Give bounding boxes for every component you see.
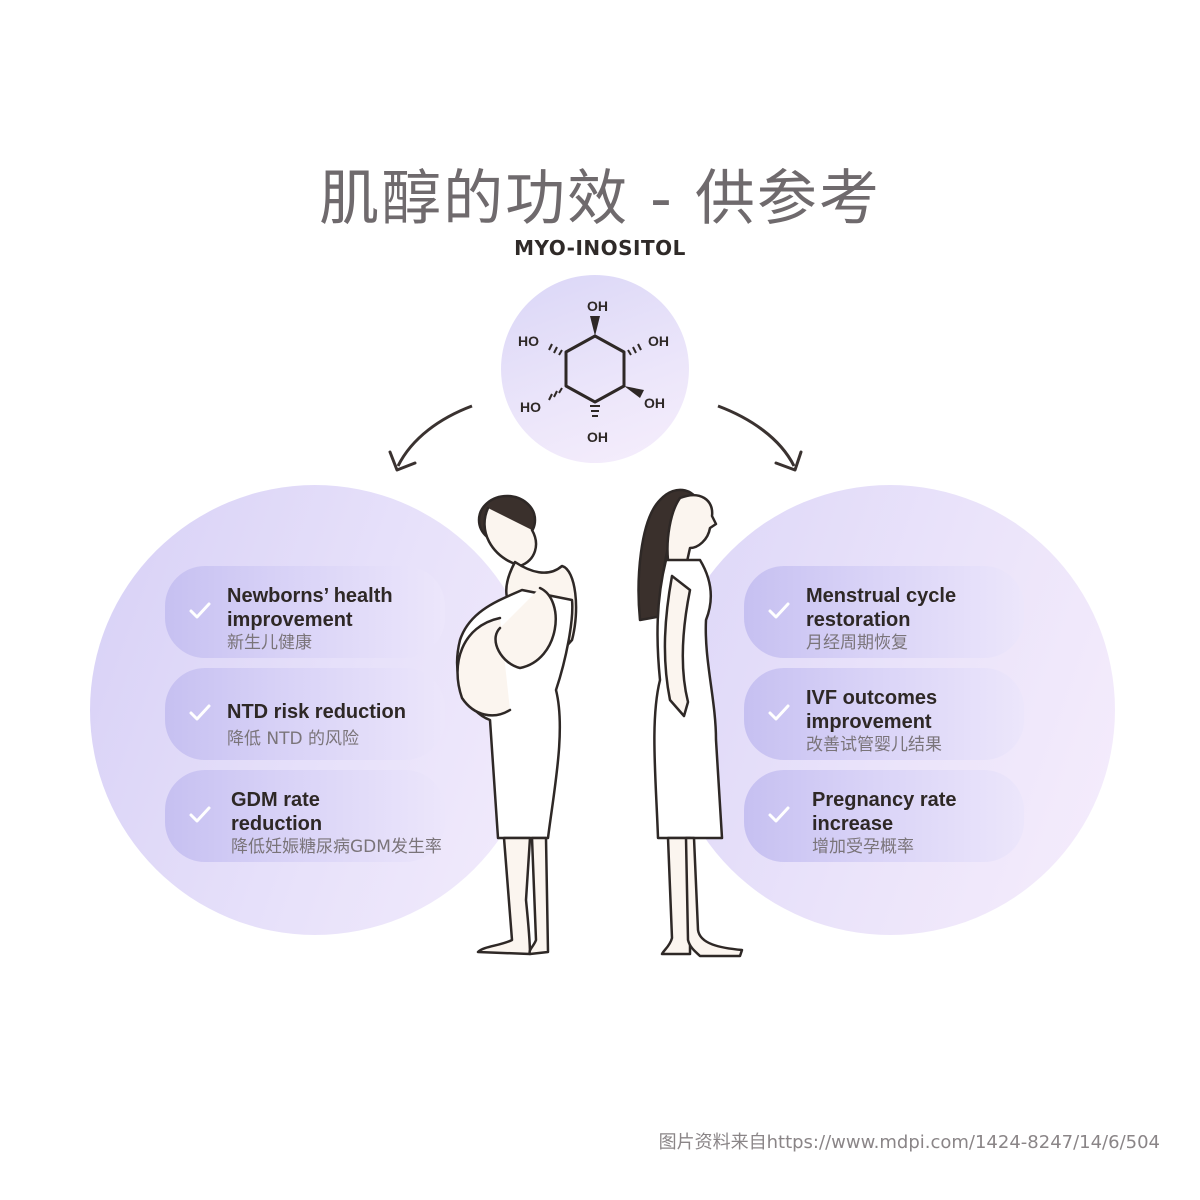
benefit-card-gdm: GDM rate reduction 降低妊娠糖尿病GDM发生率 (165, 770, 445, 862)
arrow-right (717, 404, 796, 467)
check-icon (768, 602, 790, 619)
benefit-subtitle: 新生儿健康 (227, 633, 312, 653)
benefit-subtitle: 增加受孕概率 (812, 837, 914, 857)
benefit-card-newborns: Newborns’ health improvement 新生儿健康 (165, 566, 445, 658)
arrow-left-head (388, 450, 417, 472)
check-icon (189, 602, 211, 619)
check-icon (189, 704, 211, 721)
benefit-title: Pregnancy rate increase (812, 789, 957, 835)
page-title: 肌醇的功效 - 供参考 (319, 164, 881, 234)
benefit-title: IVF outcomes improvement (806, 687, 938, 733)
benefit-card-ivf: IVF outcomes improvement 改善试管婴儿结果 (744, 668, 1024, 760)
benefit-title: NTD risk reduction (227, 701, 406, 723)
benefit-subtitle: 降低 NTD 的风险 (227, 729, 359, 749)
arrow-right-head (774, 450, 803, 472)
check-icon (189, 806, 211, 823)
benefit-subtitle: 降低妊娠糖尿病GDM发生率 (231, 837, 442, 857)
molecule-name: MYO-INOSITOL (514, 236, 686, 260)
benefit-card-pregnancy: Pregnancy rate increase 增加受孕概率 (744, 770, 1024, 862)
arrow-left (396, 404, 473, 467)
benefit-card-menstrual: Menstrual cycle restoration 月经周期恢复 (744, 566, 1024, 658)
check-icon (768, 704, 790, 721)
molecule-circle (501, 275, 689, 463)
benefit-card-ntd: NTD risk reduction 降低 NTD 的风险 (165, 668, 445, 760)
benefit-title: GDM rate reduction (231, 789, 323, 835)
benefit-subtitle: 改善试管婴儿结果 (806, 735, 942, 755)
benefit-title: Menstrual cycle restoration (806, 585, 957, 631)
source-credit: 图片资料来自https://www.mdpi.com/1424-8247/14/… (658, 1132, 1160, 1153)
check-icon (768, 806, 790, 823)
benefit-subtitle: 月经周期恢复 (806, 633, 908, 653)
benefit-title: Newborns’ health improvement (227, 585, 393, 631)
